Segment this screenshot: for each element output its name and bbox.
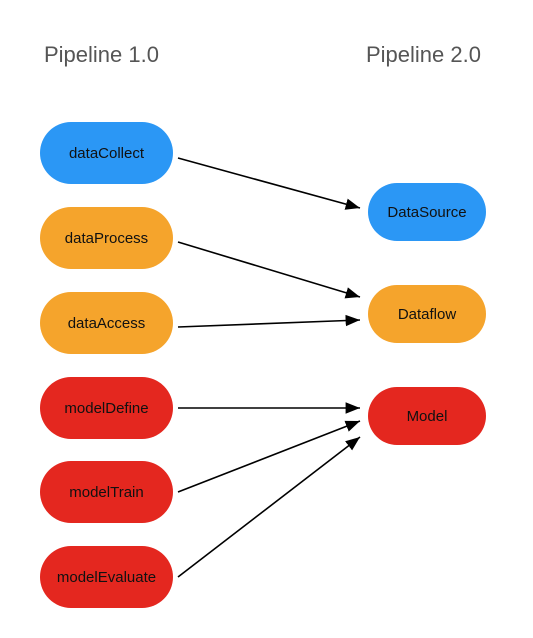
node-model[interactable]: Model [368, 387, 486, 445]
pipeline-1-heading: Pipeline 1.0 [44, 42, 159, 67]
node-modelevaluate[interactable]: modelEvaluate [40, 546, 173, 608]
node-datacollect[interactable]: dataCollect [40, 122, 173, 184]
pipeline-2-heading: Pipeline 2.0 [366, 42, 481, 67]
edge-modeltrain-to-model [177, 420, 361, 493]
node-dataaccess[interactable]: dataAccess [40, 292, 173, 354]
edge-modelevaluate-to-model [177, 436, 361, 578]
edge-dataaccess-to-dataflow [177, 314, 361, 328]
edge-dataprocess-to-dataflow [177, 241, 361, 299]
node-dataprocess[interactable]: dataProcess [40, 207, 173, 269]
node-dataflow[interactable]: Dataflow [368, 285, 486, 343]
edge-datacollect-to-datasource [177, 157, 361, 210]
node-modeltrain[interactable]: modelTrain [40, 461, 173, 523]
node-modeldefine[interactable]: modelDefine [40, 377, 173, 439]
node-datasource[interactable]: DataSource [368, 183, 486, 241]
